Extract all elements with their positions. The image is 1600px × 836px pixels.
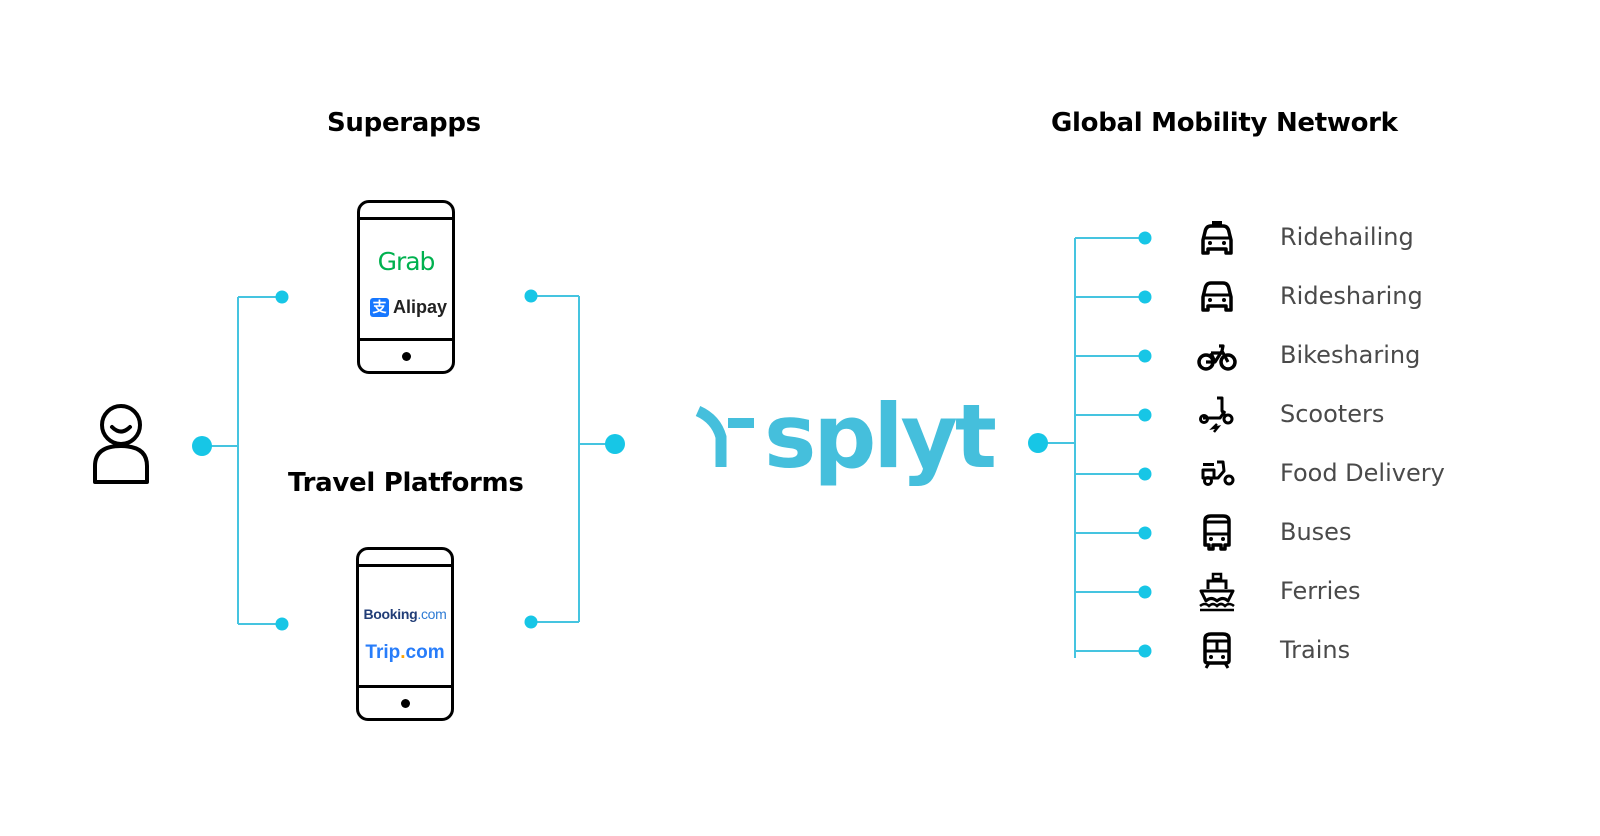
trip-dot: .: [400, 642, 406, 663]
superapps-in-node: [275, 290, 289, 304]
booking-logo: Booking.com: [359, 606, 451, 622]
service-node: [1138, 467, 1152, 481]
service-label: Ridehailing: [1280, 223, 1414, 251]
service-label: Trains: [1280, 636, 1351, 664]
alipay-logo: 支 Alipay: [370, 297, 452, 318]
delivery-moped-icon: [1197, 454, 1237, 494]
alipay-mark-icon: 支: [370, 298, 389, 317]
bicycle-icon: [1197, 336, 1237, 376]
service-node: [1138, 290, 1152, 304]
trip-text: Trip: [365, 642, 401, 663]
travel-out-node: [524, 615, 538, 629]
booking-suffix: .com: [417, 606, 447, 622]
trip-logo: Trip.com: [359, 642, 451, 664]
service-label: Buses: [1280, 518, 1352, 546]
splyt-mark-icon: [695, 405, 754, 467]
travel-in-node: [275, 617, 289, 631]
splyt-in-node: [605, 434, 625, 454]
service-label: Ridesharing: [1280, 282, 1423, 310]
home-button: [401, 352, 411, 361]
global-mobility-network-heading: Global Mobility Network: [1051, 108, 1398, 138]
superapps-phone: Grab 支 Alipay: [357, 200, 455, 374]
grab-logo: Grab: [377, 247, 436, 276]
travel-platforms-heading: Travel Platforms: [288, 468, 524, 498]
service-node: [1138, 526, 1152, 540]
splyt-logo: splyt: [694, 393, 997, 481]
phone-screen: [360, 217, 452, 341]
electric-scooter-icon: [1197, 395, 1237, 435]
service-label: Scooters: [1280, 400, 1385, 428]
bus-icon: [1197, 513, 1237, 553]
splyt-wordmark: splyt: [764, 385, 997, 488]
service-label: Ferries: [1280, 577, 1361, 605]
trip-suffix: com: [405, 642, 445, 663]
service-node: [1138, 585, 1152, 599]
superapps-out-node: [524, 289, 538, 303]
service-node: [1138, 408, 1152, 422]
user-icon: [93, 404, 149, 484]
service-node: [1138, 349, 1152, 363]
service-node: [1138, 644, 1152, 658]
ferry-icon: [1197, 572, 1237, 612]
train-icon: [1197, 631, 1237, 671]
splyt-out-node: [1028, 433, 1048, 453]
car-icon: [1197, 277, 1237, 317]
taxi-icon: [1197, 218, 1237, 258]
phone-screen: [359, 564, 451, 688]
alipay-text: Alipay: [393, 297, 448, 317]
booking-text: Booking: [363, 606, 418, 622]
user-node: [192, 436, 212, 456]
service-label: Bikesharing: [1280, 341, 1421, 369]
service-label: Food Delivery: [1280, 459, 1445, 487]
service-node: [1138, 231, 1152, 245]
travel-phone: Booking.com Trip.com: [356, 547, 454, 721]
superapps-heading: Superapps: [327, 108, 481, 138]
home-button: [400, 699, 410, 708]
